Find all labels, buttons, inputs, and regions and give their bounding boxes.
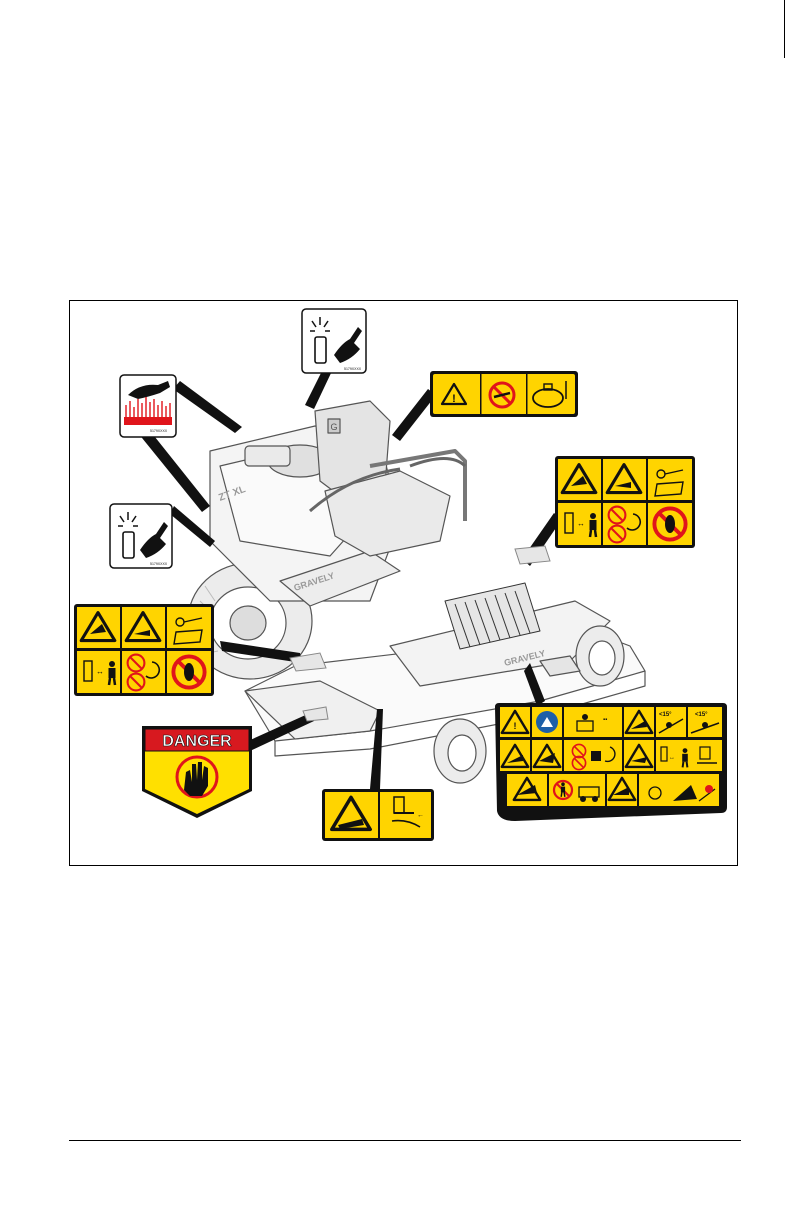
decal-pressure-left: 5179XXXX (110, 504, 172, 568)
safety-decal-location-figure: GRAVELY GRAVELY ZT XL G (69, 300, 738, 866)
svg-text:▪▪: ▪▪ (603, 717, 607, 723)
seat-badge-text: G (330, 422, 337, 432)
slope-label: <15° (695, 712, 708, 718)
decal-code: 5179XXXX (150, 429, 168, 433)
decal-fuel-warning: ! (430, 371, 578, 417)
decal-pressure-top: 5179XXXX (302, 309, 366, 373)
svg-text:!: ! (452, 393, 456, 405)
svg-text:!: ! (514, 721, 517, 731)
decal-deck-lift: ← (322, 789, 434, 841)
decal-figure-canvas: GRAVELY GRAVELY ZT XL G (70, 301, 739, 867)
trim-mark (784, 0, 785, 58)
decal-hot-surface: 5179XXXX (120, 375, 176, 437)
footer-rule (69, 1140, 741, 1141)
slope-label: <15° (659, 712, 672, 718)
decal-danger: DANGER (142, 726, 252, 818)
svg-text:↔: ↔ (669, 755, 675, 761)
svg-text:←: ← (417, 812, 424, 819)
decal-code: 5179XXXX (150, 562, 168, 566)
svg-text:↔: ↔ (96, 667, 104, 676)
danger-header: DANGER (162, 733, 232, 750)
decal-operation-right: ↔ (555, 456, 695, 548)
svg-text:↔: ↔ (577, 519, 585, 528)
decal-operation-left: ↔ (74, 604, 214, 696)
decal-main-safety: ! ▪▪ <15° <15° ↔ (495, 703, 727, 821)
decal-code: 5179XXXX (344, 367, 362, 371)
